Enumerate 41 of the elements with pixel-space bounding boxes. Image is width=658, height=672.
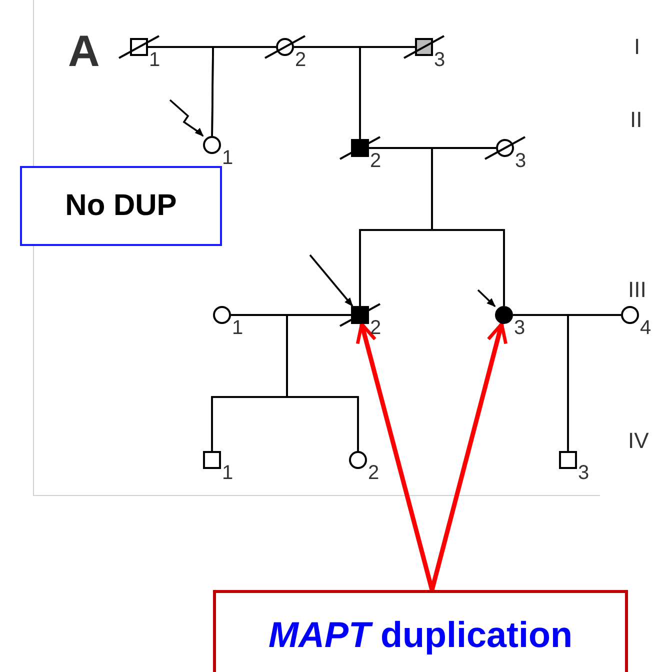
individual-number: 2 — [370, 151, 382, 171]
individual-number: 3 — [434, 50, 446, 70]
male-symbol — [203, 451, 221, 469]
pedigree-line — [294, 46, 415, 48]
individual-number: 1 — [222, 463, 234, 483]
pedigree-line — [231, 314, 351, 316]
female-symbol — [213, 306, 231, 324]
pedigree-line — [431, 147, 505, 306]
pedigree-line — [369, 147, 496, 149]
proband-arrow — [309, 254, 354, 307]
generation-label: I — [634, 36, 640, 58]
generation-label: II — [630, 109, 642, 131]
pedigree-line — [513, 314, 621, 316]
pedigree-line — [148, 46, 276, 48]
individual-number: 1 — [222, 148, 234, 168]
box-text: MAPT duplication — [268, 614, 572, 656]
individual-number: 3 — [514, 318, 526, 338]
arrow — [356, 322, 434, 591]
individual-number: 4 — [640, 318, 652, 338]
individual-number: 1 — [149, 50, 160, 70]
female-symbol — [349, 451, 367, 469]
female-symbol — [621, 306, 639, 324]
text-box — [20, 166, 222, 246]
individual-number: 3 — [515, 151, 526, 171]
individual-number: 3 — [578, 463, 590, 483]
box-text: No DUP — [65, 189, 177, 223]
individual-number: 1 — [232, 318, 244, 338]
panel-letter: A — [68, 30, 100, 74]
individual-number: 2 — [295, 50, 306, 70]
female-symbol — [495, 306, 513, 324]
text-box — [213, 590, 628, 672]
pedigree-line — [286, 314, 359, 451]
generation-label: IV — [628, 430, 649, 452]
proband-arrow — [169, 99, 204, 137]
proband-arrow — [477, 289, 496, 307]
female-symbol — [203, 136, 221, 154]
individual-number: 2 — [368, 463, 380, 483]
individual-number: 2 — [370, 318, 382, 338]
arrow — [430, 322, 508, 591]
generation-label: III — [628, 279, 646, 301]
male-symbol — [559, 451, 577, 469]
